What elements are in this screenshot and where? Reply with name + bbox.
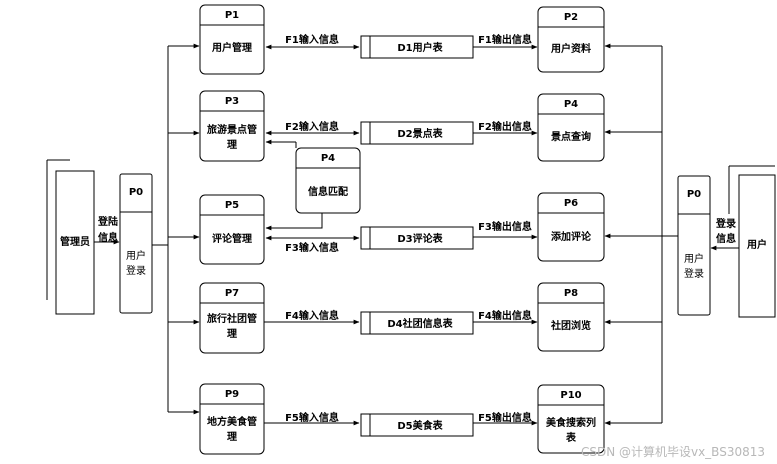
p0-user-label-1: 用户 [684,252,704,265]
p3-id: P3 [225,96,239,107]
p4-query-id: P4 [564,99,578,110]
data-store-d4 [360,311,474,335]
p4-query-label: 景点查询 [551,130,591,143]
data-store-d3 [360,226,474,250]
p8-label: 社团浏览 [550,319,591,332]
data-store-d5 [360,413,474,437]
process-p9 [199,383,265,455]
process-p0-user [677,175,711,316]
flow-login-admin-1: 登陆 [97,215,118,228]
external-entity-user [728,165,776,318]
flow-login-user-2: 信息 [716,232,736,245]
p4-match-id: P4 [321,153,335,164]
p1-id: P1 [225,10,239,21]
p9-label-2: 理 [227,431,237,443]
flow-f4-out: F4输出信息 [478,309,532,322]
p7-label-2: 理 [227,328,237,340]
process-p6 [537,192,605,262]
flow-f1-in: F1输入信息 [285,33,339,46]
admin-entity-label: 管理员 [60,235,90,248]
watermark: CSDN @计算机毕设vx_BS30813 [581,444,765,459]
process-p10 [537,384,605,454]
flow-f2-in: F2输入信息 [285,120,339,133]
user-entity-label: 用户 [746,238,767,251]
d2-label: D2景点表 [397,127,443,140]
p10-label-1: 美食搜索列 [546,416,596,429]
process-p3 [199,90,265,162]
d5-label: D5美食表 [397,419,443,432]
p0-user-label-2: 登录 [684,267,704,280]
flow-f1-out: F1输出信息 [478,33,532,46]
flow-f4-in: F4输入信息 [285,309,339,322]
p3-label-1: 旅游景点管 [207,123,257,136]
d1-label: D1用户表 [397,41,443,54]
flow-f5-in: F5输入信息 [285,411,339,424]
flow-login-admin-2: 信息 [98,231,118,244]
process-p4-match [295,147,361,214]
p1-label: 用户管理 [211,41,252,54]
process-p8 [537,282,605,352]
p7-label-1: 旅行社团管 [207,312,257,325]
p0-admin-label-2: 登录 [126,264,146,277]
p2-id: P2 [564,12,578,23]
p6-id: P6 [564,198,578,209]
process-p0-admin [119,173,153,314]
flow-login-user-1: 登录 [715,217,736,230]
p10-id: P10 [560,390,581,401]
p7-id: P7 [225,288,239,299]
d4-label: D4社团信息表 [387,317,453,330]
flow-f3-out: F3输出信息 [478,220,532,233]
process-p7 [199,282,265,354]
d3-label: D3评论表 [397,232,443,245]
process-p2 [537,6,605,73]
flow-f2-out: F2输出信息 [478,120,532,133]
process-p5 [199,194,265,265]
p0-admin-id: P0 [129,187,143,198]
p4-match-label: 信息匹配 [308,185,348,198]
p8-id: P8 [564,288,578,299]
process-p1 [199,4,265,75]
p10-label-2: 表 [565,431,577,444]
p9-id: P9 [225,389,239,400]
p0-admin-label-1: 用户 [126,249,146,262]
p5-label: 评论管理 [212,232,252,245]
process-p4-query [537,93,605,162]
flow-f5-out: F5输出信息 [478,411,532,424]
p0-user-id: P0 [687,189,701,200]
flow-f3-in: F3输入信息 [285,241,339,254]
p6-label: 添加评论 [551,230,592,243]
p2-label: 用户资料 [550,42,591,55]
p3-label-2: 理 [227,139,237,151]
p5-id: P5 [225,200,239,211]
p9-label-1: 地方美食管 [207,415,257,428]
